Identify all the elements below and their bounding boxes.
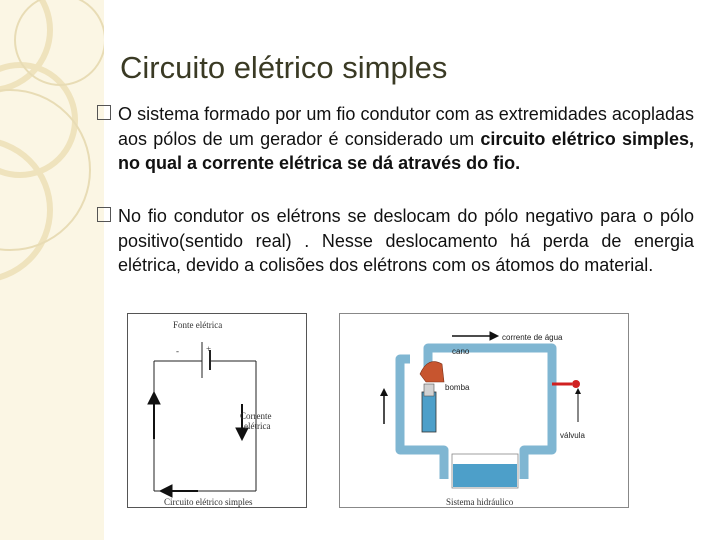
bullet-2: No fio condutor os elétrons se deslocam …: [97, 204, 694, 278]
source-label: Fonte elétrica: [173, 320, 222, 330]
decorative-circles: [0, 0, 104, 540]
bullet-2-text: No fio condutor os elétrons se deslocam …: [118, 206, 694, 275]
bullet-1: O sistema formado por um fio condutor co…: [97, 102, 695, 176]
circuit-caption: Circuito elétrico simples: [164, 497, 253, 507]
plus-sign: +: [206, 344, 211, 354]
bullet-1-text: O sistema formado por um fio condutor co…: [118, 104, 694, 149]
pump-label: bomba: [445, 383, 470, 392]
current-label-2: elétrica: [244, 421, 270, 431]
minus-sign: -: [176, 346, 179, 356]
circuit-figure: Fonte elétrica - + Corrente elétrica C: [127, 313, 307, 508]
slide-title: Circuito elétrico simples: [120, 50, 448, 85]
bullet-1-bold-text: circuito elétrico simples, no qual a cor…: [118, 128, 695, 174]
hydraulic-caption: Sistema hidráulico: [446, 497, 514, 507]
bullet-box-icon: [97, 105, 111, 120]
valve-label: válvula: [560, 431, 585, 440]
current-label-1: Corrente: [240, 411, 272, 421]
pipe-label: cano: [452, 347, 470, 356]
water-current-label: corrente de água: [502, 333, 563, 342]
bullet-box-icon: [97, 207, 111, 222]
hydraulic-figure: corrente de água cano bomba válvula Sist…: [339, 313, 629, 508]
